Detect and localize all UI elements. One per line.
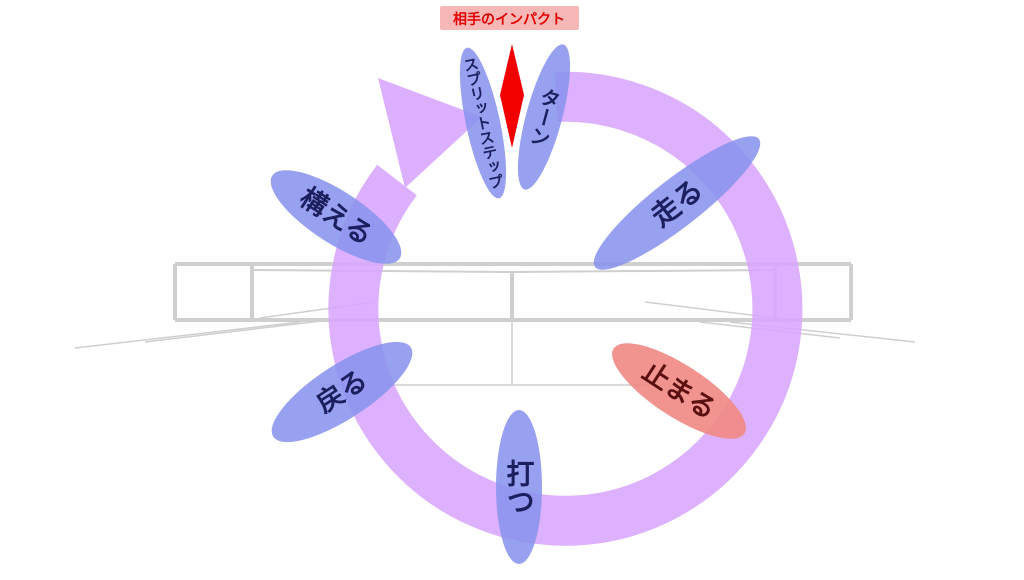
phase-hit: 打つ — [496, 410, 542, 564]
impact-marker-icon — [500, 44, 524, 148]
phase-split-step: スプリットステップ — [459, 47, 507, 199]
cycle-arrow-head — [378, 78, 482, 188]
phase-hit-label: 打つ — [503, 459, 536, 515]
impact-label: 相手のインパクト — [440, 6, 579, 30]
cycle-arrow-icon — [328, 71, 803, 546]
impact-label-text: 相手のインパクト — [453, 11, 565, 28]
phase-return: 戻る — [271, 341, 413, 443]
